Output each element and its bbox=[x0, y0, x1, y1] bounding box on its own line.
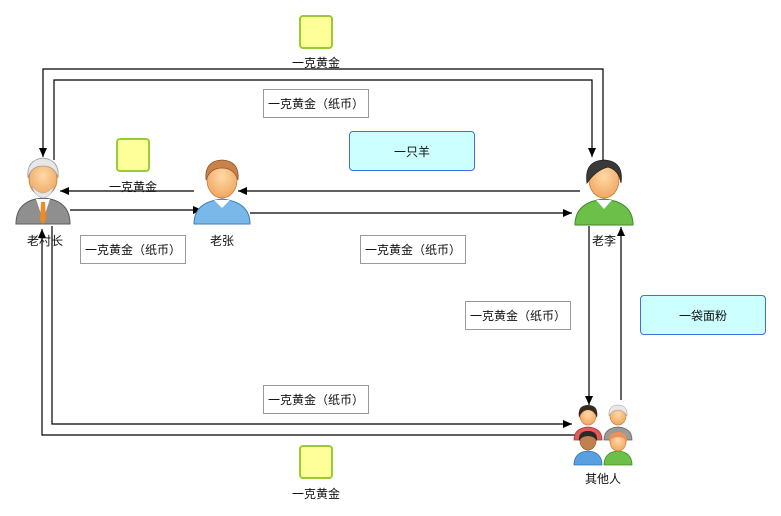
note-box-zhang-li: 一克黄金（纸币） bbox=[360, 235, 466, 264]
li-label: 老李 bbox=[591, 234, 616, 248]
others-avatar bbox=[573, 404, 633, 466]
zhang-label: 老张 bbox=[209, 234, 234, 248]
arrow-chief-to-others bbox=[51, 226, 572, 428]
others-label: 其他人 bbox=[584, 472, 621, 486]
arrow-li-to-chief-outer bbox=[39, 68, 604, 160]
zhang-avatar bbox=[193, 159, 251, 225]
sheep-box: 一只羊 bbox=[349, 131, 475, 171]
gold-mid-icon bbox=[116, 138, 150, 172]
li-avatar bbox=[574, 159, 634, 226]
gold-top-label: 一克黄金 bbox=[291, 56, 340, 70]
note-box-chief-zhang: 一克黄金（纸币） bbox=[80, 235, 186, 264]
gold-mid-label: 一克黄金 bbox=[108, 180, 157, 194]
note-box-top: 一克黄金（纸币） bbox=[263, 89, 369, 118]
note-box-bottom: 一克黄金（纸币） bbox=[263, 385, 369, 414]
flour-box: 一袋面粉 bbox=[640, 295, 766, 335]
gold-top-icon bbox=[299, 15, 333, 49]
arrow-others-to-chief bbox=[38, 229, 578, 436]
gold-bottom-label: 一克黄金 bbox=[291, 487, 340, 501]
note-box-li-others: 一克黄金（纸币） bbox=[465, 301, 571, 330]
chief-avatar bbox=[15, 157, 71, 225]
chief-label: 老村长 bbox=[26, 234, 63, 248]
gold-bottom-icon bbox=[299, 445, 333, 479]
arrow-chief-to-li-inner bbox=[53, 79, 596, 160]
